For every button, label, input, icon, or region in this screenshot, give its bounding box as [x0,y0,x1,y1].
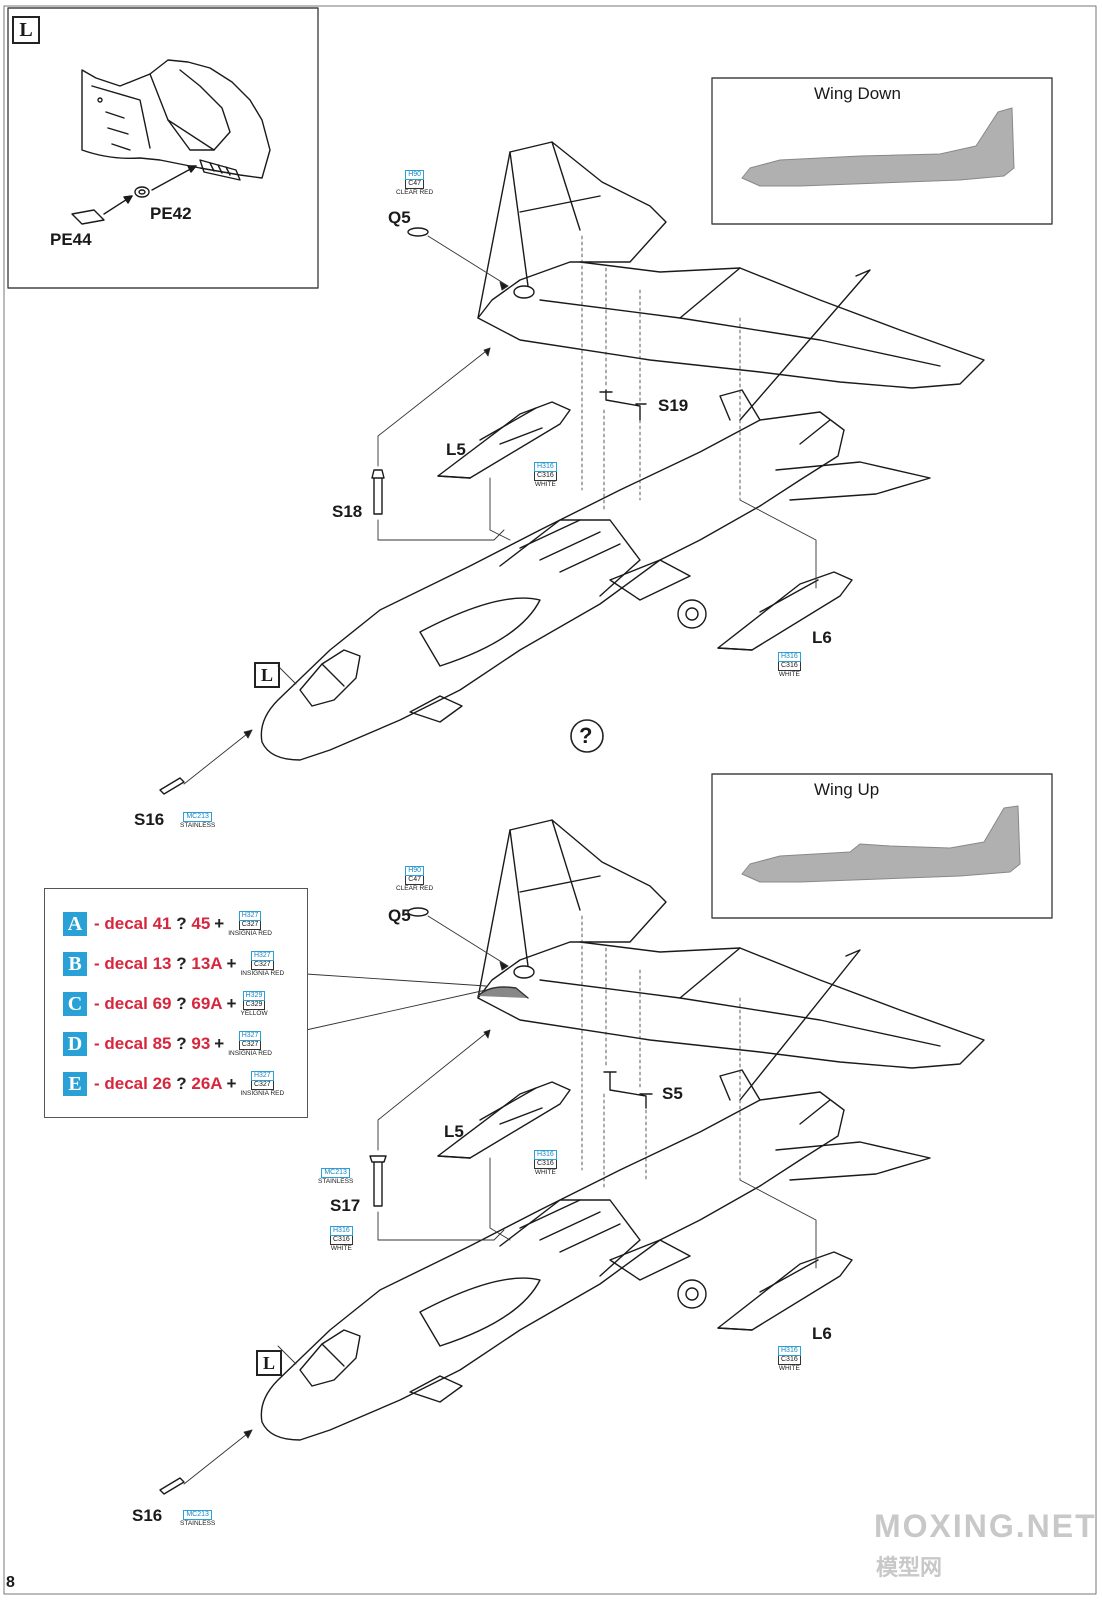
decal-text-c: - decal 69 ? 69A [94,994,223,1013]
part-q5-top [407,227,429,237]
wing-up-title: Wing Up [814,780,880,799]
part-label-l5-top: L5 [446,440,466,459]
part-label-s19: S19 [658,396,689,415]
wing-down-title: Wing Down [814,84,901,103]
part-label-s18: S18 [332,502,363,521]
plus-sign: + [214,1034,225,1053]
decal-text-a: - decal 41 ? 45 [94,914,211,933]
part-s16-bottom [159,1477,185,1495]
part-s18-top [371,469,385,515]
question-circle [570,719,604,753]
question-mark: ? [579,723,593,748]
detail-inset-sketch [71,59,271,225]
part-label-s16-bottom: S16 [132,1506,163,1525]
part-label-s16-top: S16 [134,810,165,829]
part-label-s5: S5 [662,1084,683,1103]
part-label-s17: S17 [330,1196,361,1215]
wing-up-inset-frame [711,773,1053,919]
part-s5-bottom [603,1071,653,1109]
ref-label-bottom: L [256,1350,282,1376]
part-l6-bottom [717,1251,853,1331]
watermark-latin: MOXING.NET [874,1508,1097,1544]
page-number: 8 [6,1574,15,1591]
option-letter-e: E [63,1072,87,1096]
wing-up-silhouette [741,805,1021,883]
plus-sign: + [226,994,237,1013]
part-label-l5-bottom: L5 [444,1122,464,1141]
aircraft-top-view [260,141,985,761]
part-s19-top [599,389,647,421]
decal-text-e: - decal 26 ? 26A [94,1074,223,1093]
option-letter-c: C [63,992,87,1016]
option-letter-d: D [63,1032,87,1056]
step-label: L [12,16,40,44]
ref-label-top: L [254,662,280,688]
part-l6-top [717,571,853,651]
decal-text-d: - decal 85 ? 93 [94,1034,211,1053]
part-label-l6-bottom: L6 [812,1324,832,1343]
plus-sign: + [226,1074,237,1093]
part-label-q5-top: Q5 [388,208,411,227]
option-letter-b: B [63,952,87,976]
part-label-q5-bottom: Q5 [388,906,411,925]
plus-sign: + [214,914,225,933]
option-letter-a: A [63,912,87,936]
part-s17-bottom [369,1155,387,1207]
part-label-pe44: PE44 [50,230,92,249]
part-s16-top [159,777,185,795]
wing-down-inset-frame [711,77,1053,225]
part-label-l6-top: L6 [812,628,832,647]
part-l5-bottom [437,1081,571,1159]
watermark-cjk: 模型网 [876,1555,943,1580]
detail-inset-frame [7,7,319,289]
wing-down-silhouette [741,107,1015,187]
decal-text-b: - decal 13 ? 13A [94,954,223,973]
aircraft-bottom-view [260,819,985,1441]
plus-sign: + [226,954,237,973]
part-q5-bottom [407,907,429,917]
part-label-pe42: PE42 [150,204,192,223]
